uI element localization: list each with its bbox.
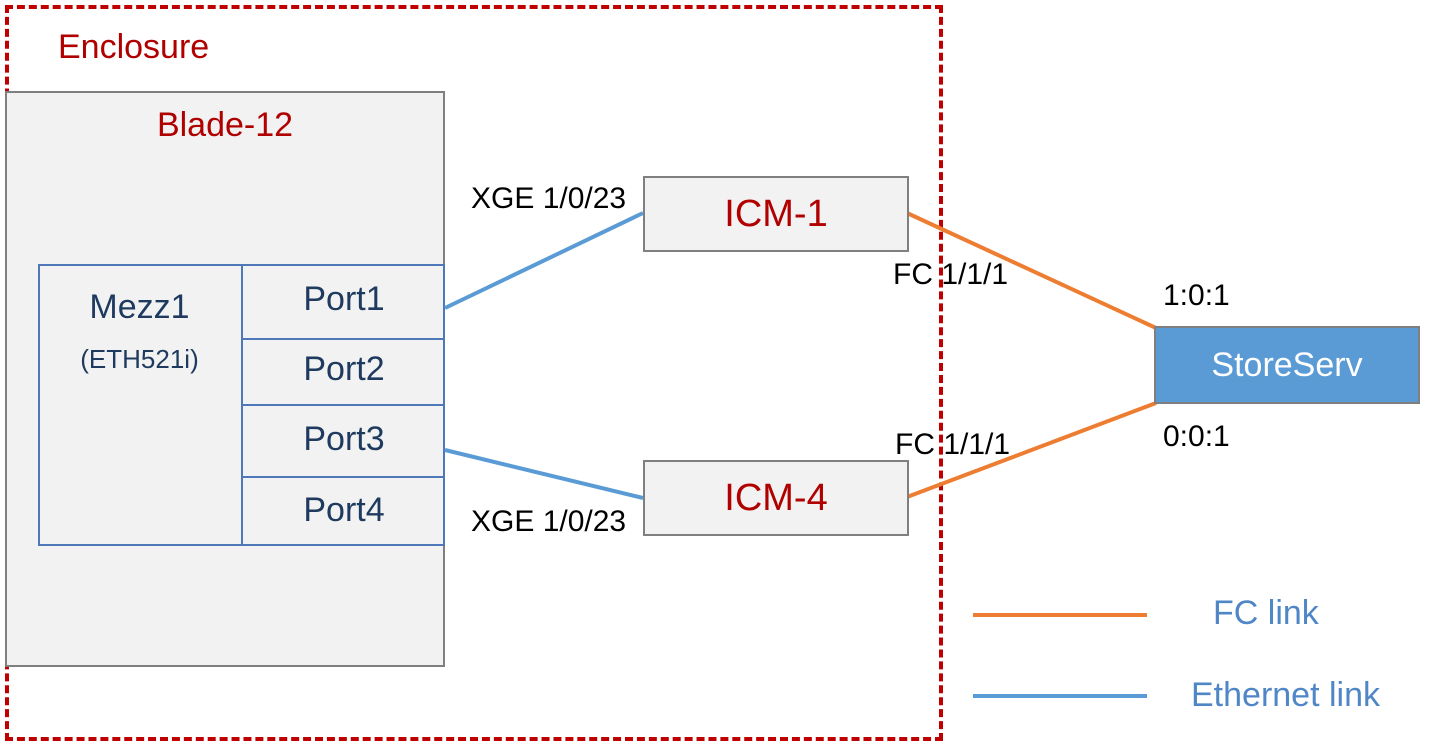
icm-4-box: ICM-4 xyxy=(643,460,909,536)
eth-link-port3-icm4 xyxy=(444,448,644,500)
icm-1-xge-port: XGE 1/0/23 xyxy=(471,182,627,215)
icm-4-fc-port: FC 1/1/1 xyxy=(895,428,1011,461)
storeserv-port-bottom: 0:0:1 xyxy=(1163,420,1230,453)
storeserv-port-top: 1:0:1 xyxy=(1163,279,1230,312)
fc-link-icm1-storage xyxy=(906,211,1157,330)
enclosure-label: Enclosure xyxy=(58,28,210,66)
icm-4-xge-port: XGE 1/0/23 xyxy=(471,505,627,538)
mezz-name: Mezz1 xyxy=(89,288,190,326)
port-divider-2 xyxy=(243,404,445,406)
port-divider-3 xyxy=(243,476,445,478)
blade-box xyxy=(5,91,445,667)
blade-label: Blade-12 xyxy=(156,106,294,144)
port-1: Port1 xyxy=(303,280,385,318)
port-divider-1 xyxy=(243,338,445,340)
legend-eth-label: Ethernet link xyxy=(1191,676,1380,714)
port-4: Port4 xyxy=(303,491,385,529)
mezz-model: (ETH521i) xyxy=(80,344,199,374)
fc-link-icm4-storage xyxy=(906,401,1157,499)
port-2: Port2 xyxy=(303,350,385,388)
icm-1-fc-port: FC 1/1/1 xyxy=(893,258,1009,291)
legend-fc-label: FC link xyxy=(1213,594,1319,632)
port-3: Port3 xyxy=(303,420,385,458)
mezz-divider xyxy=(241,264,243,546)
storeserv-box: StoreServ xyxy=(1154,326,1420,404)
icm-1-box: ICM-1 xyxy=(643,176,909,252)
eth-link-port1-icm1 xyxy=(444,211,644,310)
